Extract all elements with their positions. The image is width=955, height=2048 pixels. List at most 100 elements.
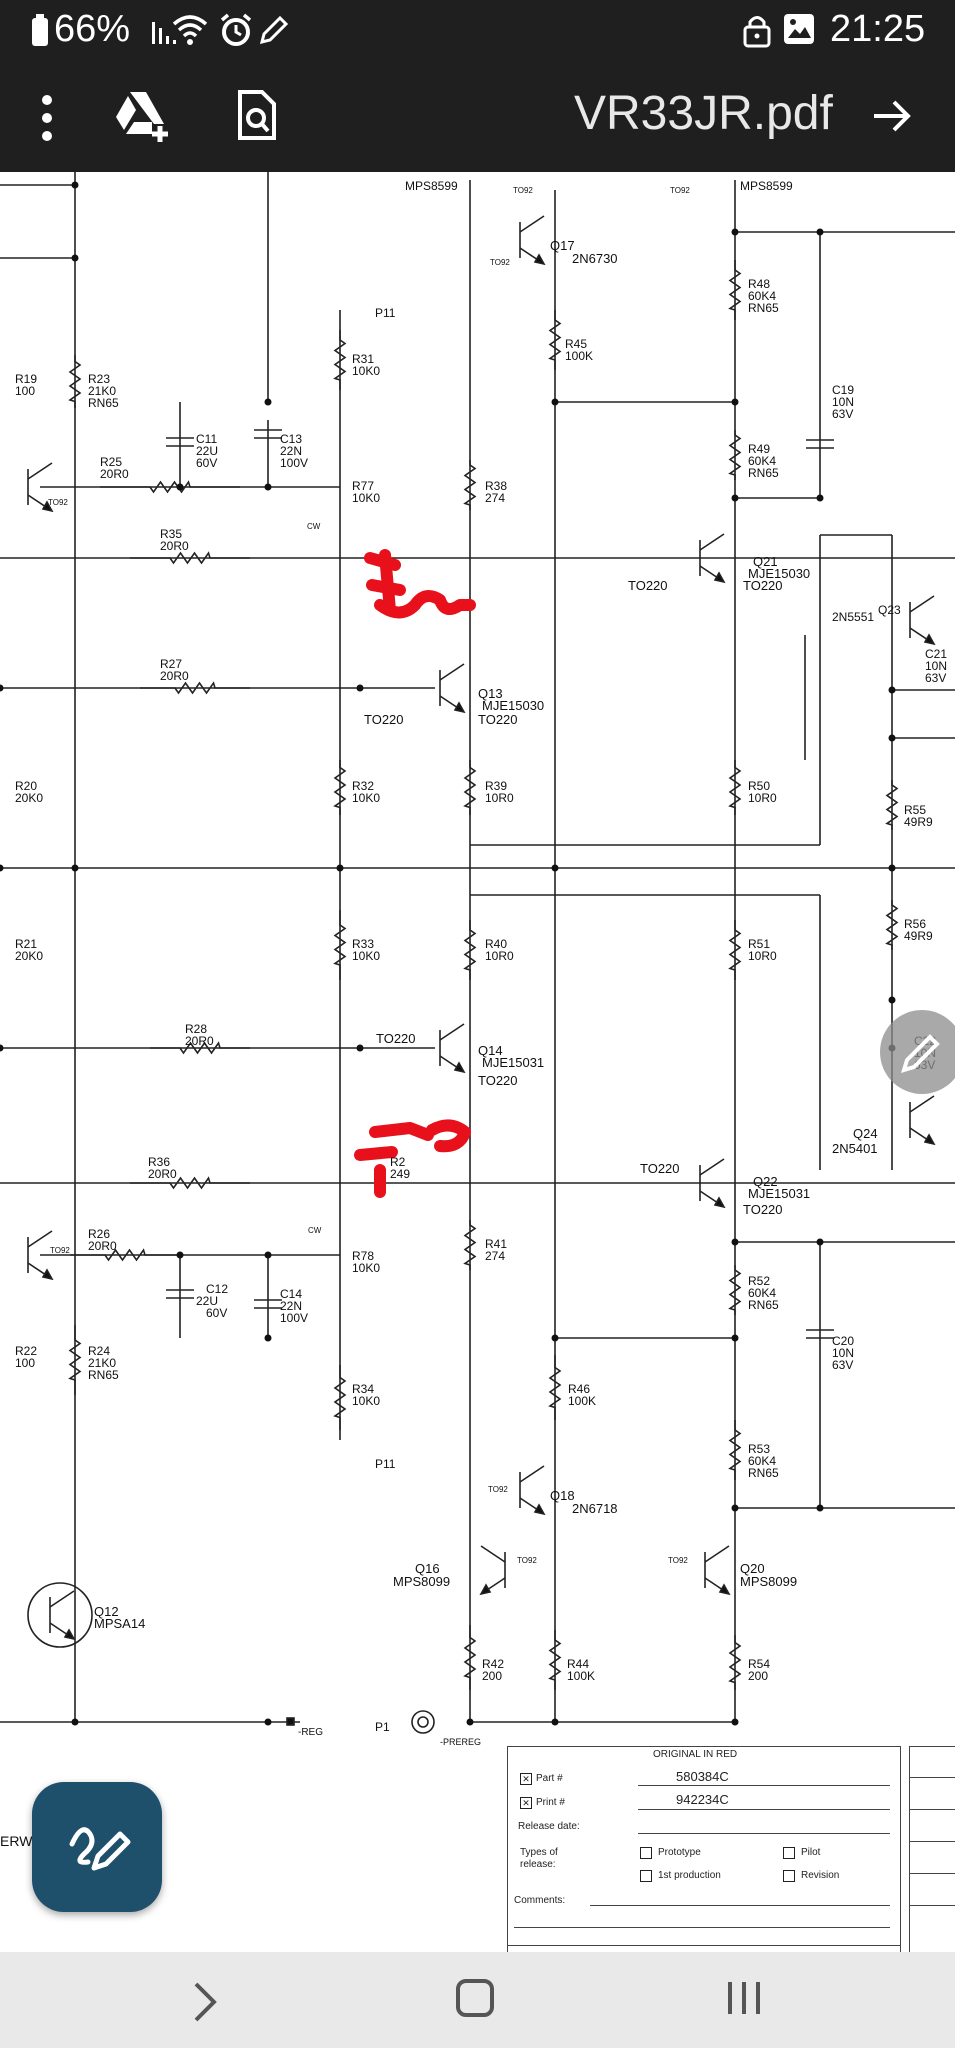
back-icon[interactable]: [190, 1980, 220, 2024]
schematic-label: -REG: [298, 1727, 323, 1738]
junction-dot: [731, 1334, 739, 1342]
junction-dot: [71, 181, 79, 189]
junction-dot: [888, 864, 896, 872]
schematic-label: Q23: [878, 603, 901, 617]
recent-apps-icon[interactable]: [724, 1978, 764, 2018]
schematic-label: 60K4: [748, 1286, 776, 1300]
schematic-label: MJE15031: [482, 1055, 544, 1070]
junction-dot: [731, 1238, 739, 1246]
schematic-label: 49R9: [904, 929, 933, 943]
part-label: Part #: [536, 1773, 563, 1784]
schematic-label: RN65: [748, 1466, 779, 1480]
schematic-label: 10R0: [748, 949, 777, 963]
schematic-label: TO92: [513, 186, 533, 195]
junction-dot: [551, 398, 559, 406]
schematic-label: 60V: [196, 456, 217, 470]
schematic-label: MPS8599: [740, 179, 793, 193]
junction-dot: [176, 483, 184, 491]
annotate-fab-button[interactable]: [32, 1782, 162, 1912]
resistor-symbol: [463, 1625, 477, 1690]
resistor-symbol: [885, 780, 899, 830]
schematic-label: 100V: [280, 456, 308, 470]
schematic-label: 2N6730: [572, 251, 618, 266]
schematic-label: C12: [206, 1282, 228, 1296]
junction-dot: [816, 1238, 824, 1246]
schematic-label: TO220: [743, 578, 783, 593]
schematic-label: 100K: [568, 1394, 596, 1408]
schematic-label: Q20: [740, 1561, 765, 1576]
schematic-label: P1: [375, 1720, 390, 1734]
schematic-label: C21: [925, 647, 947, 661]
wire: [439, 663, 465, 681]
schematic-label: 10N: [832, 1346, 854, 1360]
schematic-label: 100V: [280, 1311, 308, 1325]
battery-icon: [32, 14, 48, 46]
first-production-label: 1st production: [658, 1870, 721, 1881]
comments-line-1: [590, 1905, 890, 1906]
wire: [699, 533, 725, 551]
schematic-label: P11: [375, 306, 396, 320]
schematic-label: R20: [15, 779, 37, 793]
resistor-symbol: [728, 1265, 742, 1315]
more-options-icon[interactable]: [32, 92, 62, 144]
schematic-label: R31: [352, 352, 374, 366]
schematic-label: TO220: [628, 578, 668, 593]
annotate-float-button[interactable]: [880, 1010, 955, 1094]
first-production-checkbox: [640, 1870, 652, 1882]
document-title: VR33JR.pdf: [574, 87, 833, 140]
junction-dot: [731, 494, 739, 502]
schematic-label: R33: [352, 937, 374, 951]
resistor-symbol: [68, 355, 82, 408]
transistor-arrow: [533, 1503, 546, 1516]
schematic-label: 10K0: [352, 1261, 380, 1275]
schematic-label: 274: [485, 491, 505, 505]
junction-dot: [0, 684, 4, 692]
search-document-icon[interactable]: [236, 90, 278, 142]
add-to-drive-icon[interactable]: [114, 90, 174, 142]
schematic-label: R21: [15, 937, 37, 951]
wire: [909, 595, 935, 613]
junction-dot: [731, 1504, 739, 1512]
alarm-icon: [220, 13, 252, 46]
schematic-label: 21K0: [88, 384, 116, 398]
junction-dot: [0, 1044, 4, 1052]
edit-draw-icon: [69, 1827, 131, 1871]
schematic-label: R36: [148, 1155, 170, 1169]
title-block-right: [909, 1746, 955, 1953]
arrow-forward-icon[interactable]: [870, 94, 914, 138]
schematic-label: TO92: [517, 1556, 537, 1565]
print-value: 942234C: [676, 1792, 729, 1807]
transistor-arrow: [453, 1061, 466, 1074]
schematic-label: R28: [185, 1022, 207, 1036]
part-value: 580384C: [676, 1769, 729, 1784]
schematic-label: 22N: [280, 444, 302, 458]
schematic-label: 20R0: [160, 539, 189, 553]
junction-dot: [71, 1718, 79, 1726]
red-annotation-scribble: [354, 1119, 471, 1198]
gallery-icon: [784, 14, 814, 44]
schematic-label: R26: [88, 1227, 110, 1241]
schematic-label: RN65: [748, 301, 779, 315]
home-icon[interactable]: [455, 1978, 495, 2018]
schematic-label: MJE15031: [748, 1186, 810, 1201]
status-bar: 66% 21:25: [0, 0, 955, 62]
schematic-label: RN65: [748, 1298, 779, 1312]
resistor-symbol: [333, 760, 347, 815]
schematic-label: R42: [482, 1657, 504, 1671]
schematic-label: C11: [196, 432, 217, 446]
resistor-symbol: [548, 1355, 562, 1420]
schematic-label: TO220: [376, 1031, 416, 1046]
schematic-label: 2N5401: [832, 1141, 878, 1156]
schematic-label: 100K: [567, 1669, 595, 1683]
schematic-label: RN65: [88, 396, 119, 410]
transistor-arrow: [41, 1268, 54, 1281]
schematic-label: R53: [748, 1442, 770, 1456]
junction-dot: [888, 686, 896, 694]
schematic-label: 10R0: [485, 791, 514, 805]
wifi-icon: [172, 15, 208, 45]
junction-dot: [816, 1504, 824, 1512]
junction-dot: [336, 864, 344, 872]
wire: [909, 1095, 935, 1113]
schematic-label: 60K4: [748, 1454, 776, 1468]
